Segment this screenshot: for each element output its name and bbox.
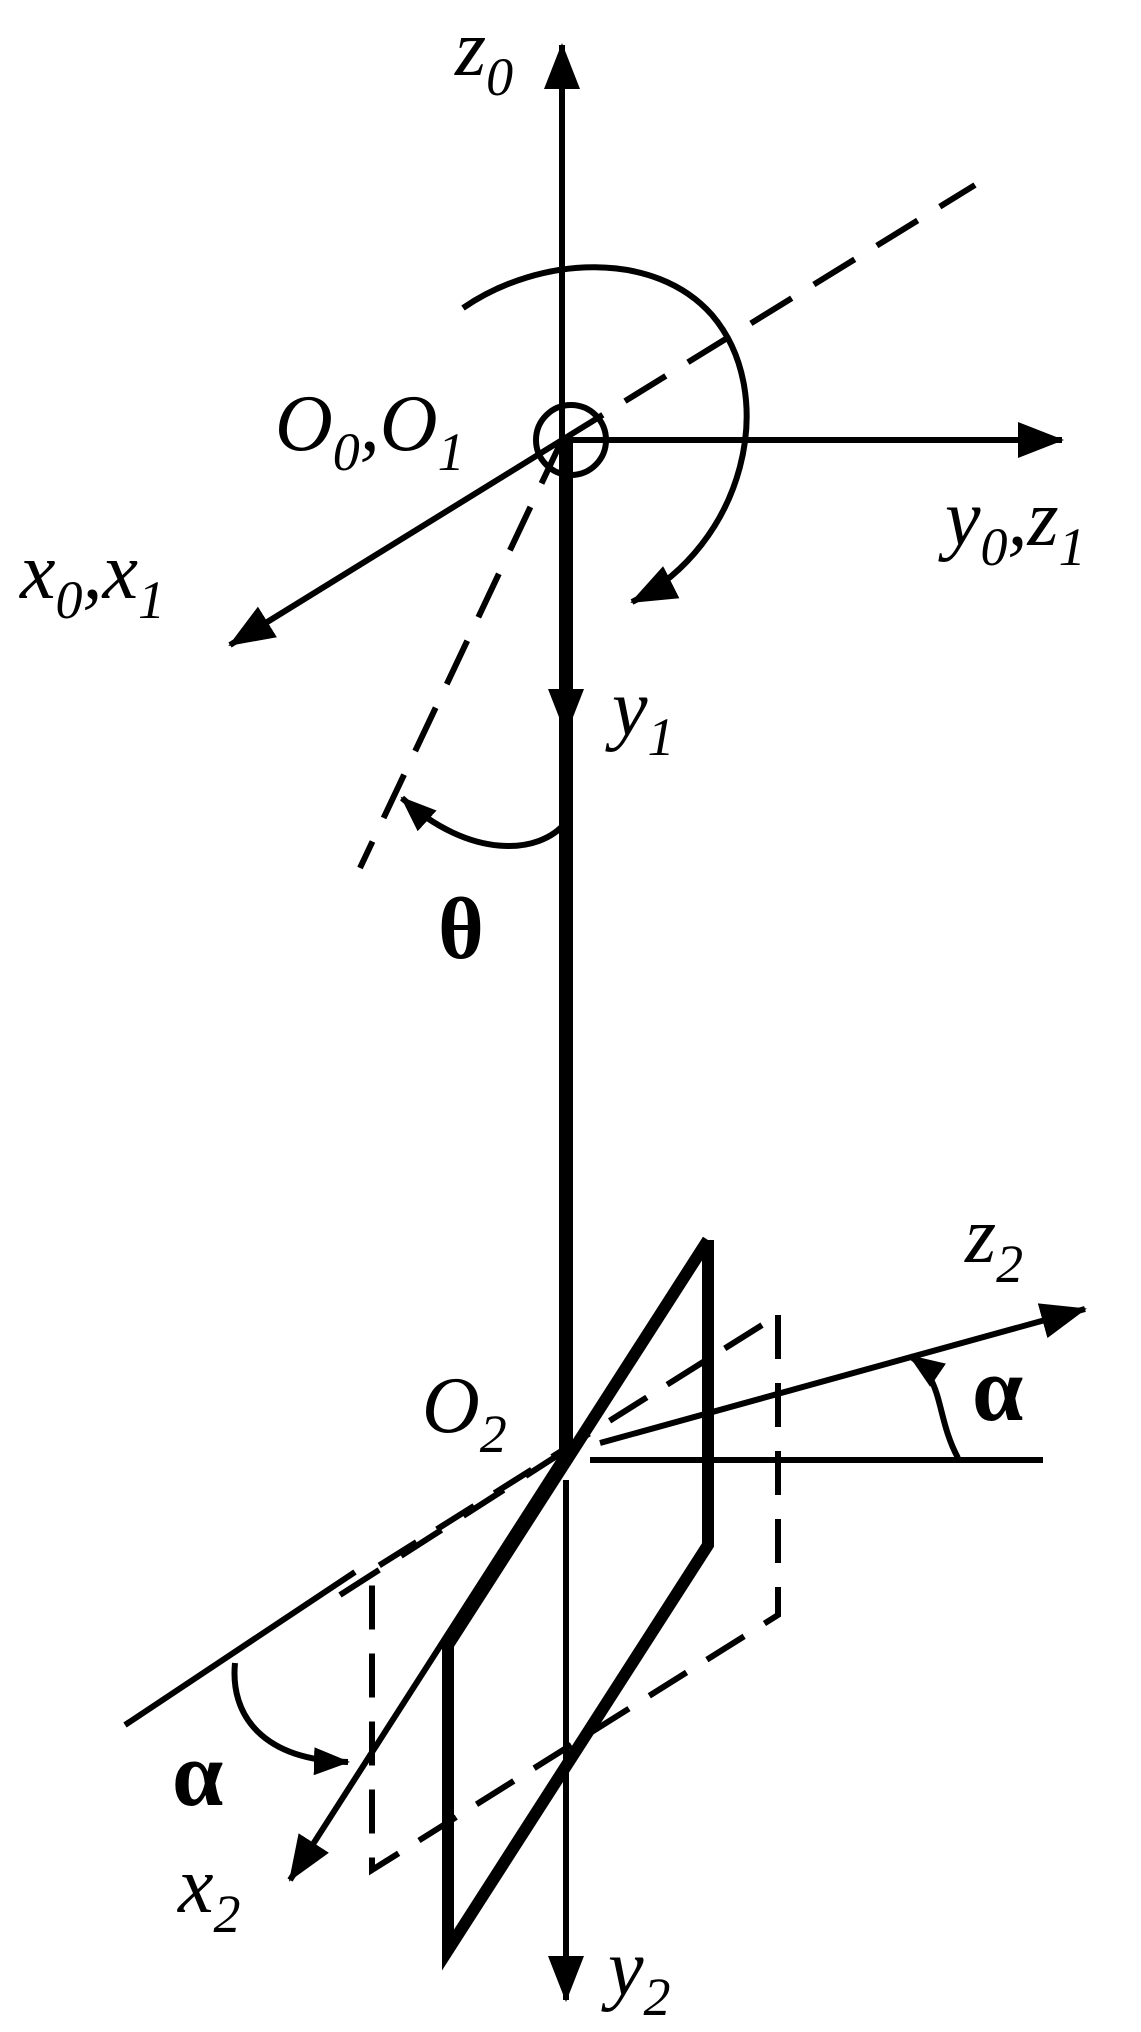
label-z2: z2 — [964, 1192, 1023, 1294]
plate-solid-outline — [442, 1236, 714, 1971]
label-alpha-upper: α — [972, 1338, 1023, 1440]
label-y1: y1 — [605, 665, 675, 767]
label-x0-x1: x0,x1 — [19, 528, 165, 630]
label-y2: y2 — [601, 1925, 671, 2027]
label-y0-z1: y0,z1 — [938, 475, 1086, 577]
rotated-axis-dashed-lower — [338, 1447, 568, 1598]
label-theta: θ — [438, 881, 484, 978]
rotation-arc-z0 — [461, 264, 750, 605]
z2-axis — [599, 1303, 1087, 1446]
alpha-arc-upper — [908, 1353, 961, 1460]
label-alpha-lower: α — [172, 1723, 223, 1825]
label-z0: z0 — [454, 5, 513, 107]
theta-arc — [399, 795, 569, 849]
label-origin-o0-o1: O0,O1 — [275, 380, 465, 482]
x2-axis — [287, 1448, 569, 1882]
plate-dashed-outline — [369, 1312, 781, 1876]
label-origin-o2: O2 — [422, 1362, 507, 1464]
rotated-axis-dashed-upper — [560, 182, 977, 443]
theta-reference-dashed — [357, 438, 565, 870]
lower-reference-line — [123, 1569, 357, 1728]
x0-x1-axis — [228, 437, 564, 648]
alpha-arc-lower — [231, 1662, 350, 1776]
label-x2: x2 — [177, 1842, 241, 1944]
